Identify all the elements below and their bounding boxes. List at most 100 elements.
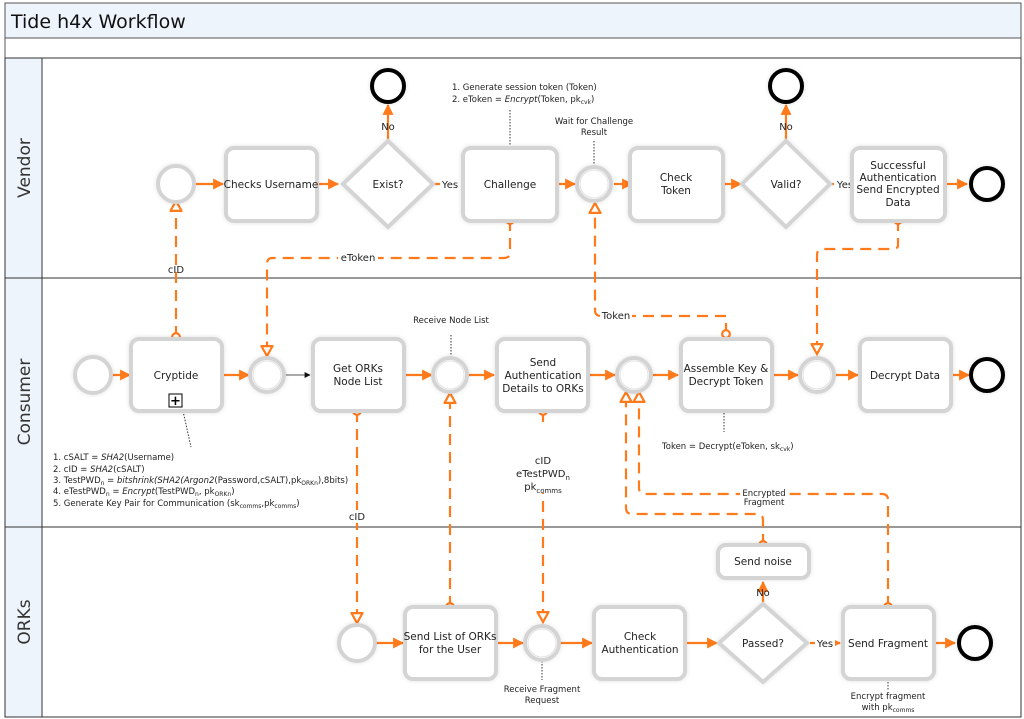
event-receive-node-list[interactable] xyxy=(431,356,469,394)
expand-marker-icon[interactable] xyxy=(168,393,183,408)
lane-header-vendor xyxy=(4,57,43,279)
task-checks-username[interactable]: Checks Username xyxy=(224,146,319,223)
svg-text:4. eTestPWDn = Encrypt(TestPWD: 4. eTestPWDn = Encrypt(TestPWDn, pkORKn) xyxy=(53,487,235,498)
svg-text:Encrypt fragment: Encrypt fragment xyxy=(851,692,926,702)
start-event-consumer[interactable] xyxy=(73,355,113,395)
svg-text:Authentication: Authentication xyxy=(504,370,581,382)
svg-text:Details to ORKs: Details to ORKs xyxy=(502,383,584,395)
flow-label-no-valid: No xyxy=(779,122,793,133)
svg-text:Send Encrypted: Send Encrypted xyxy=(856,184,939,196)
svg-text:Data: Data xyxy=(885,197,910,209)
subprocess-cryptide[interactable]: Cryptide + xyxy=(129,337,224,413)
svg-text:Request: Request xyxy=(525,696,560,706)
message-flow-etoken xyxy=(267,220,510,356)
svg-text:Result: Result xyxy=(581,128,608,138)
svg-text:Successful: Successful xyxy=(870,160,926,172)
flow-label-token: Token xyxy=(601,311,630,322)
svg-text:1. Generate session token (Tok: 1. Generate session token (Token) xyxy=(452,83,597,93)
page-title: Tide h4x Workflow xyxy=(10,11,186,33)
flow-label-no-passed: No xyxy=(756,588,770,599)
start-event-orks[interactable] xyxy=(337,623,377,663)
flow-label-encrypted: Encrypted xyxy=(742,489,785,499)
svg-text:Authentication: Authentication xyxy=(601,644,678,656)
task-assemble-key-decrypt-token[interactable]: Assemble Key & Decrypt Token xyxy=(679,337,774,413)
svg-text:Exist?: Exist? xyxy=(373,179,404,191)
svg-text:Get ORKs: Get ORKs xyxy=(333,363,383,375)
event-wait-challenge[interactable] xyxy=(575,165,613,203)
svg-text:Check: Check xyxy=(660,172,693,184)
flow-label-cid-orks: cID xyxy=(349,512,365,523)
task-check-authentication[interactable]: Check Authentication xyxy=(592,605,687,681)
svg-text:Checks Username: Checks Username xyxy=(224,179,319,191)
svg-text:Challenge: Challenge xyxy=(484,179,537,191)
svg-text:Check: Check xyxy=(624,631,657,643)
end-event-valid-no[interactable] xyxy=(768,68,804,104)
svg-text:Decrypt Token: Decrypt Token xyxy=(689,376,764,388)
svg-text:Assemble Key &: Assemble Key & xyxy=(684,363,769,375)
flow-label-yes-exist: Yes xyxy=(441,180,458,191)
svg-text:Node List: Node List xyxy=(333,376,382,388)
svg-text:Cryptide: Cryptide xyxy=(154,370,199,382)
gateway-valid[interactable]: Valid? xyxy=(739,138,833,230)
flow-label-yes-passed: Yes xyxy=(816,639,833,650)
end-event-orks[interactable] xyxy=(957,625,993,661)
start-event-vendor[interactable] xyxy=(156,164,196,204)
svg-text:2. eToken = Encrypt(Token, pkc: 2. eToken = Encrypt(Token, pkcvk) xyxy=(452,95,594,106)
svg-text:5. Generate Key Pair for Commu: 5. Generate Key Pair for Communication (… xyxy=(53,499,300,510)
svg-text:Valid?: Valid? xyxy=(771,179,802,191)
message-flow-token xyxy=(595,203,726,334)
svg-text:Receive Fragment: Receive Fragment xyxy=(504,685,581,695)
task-send-fragment[interactable]: Send Fragment xyxy=(841,605,936,681)
annotation-encrypt-fragment: Encrypt fragment with pkcomms xyxy=(851,692,926,714)
event-receive-data[interactable] xyxy=(798,356,836,394)
task-decrypt-data[interactable]: Decrypt Data xyxy=(858,337,953,413)
flow-label-no-exist: No xyxy=(381,122,395,133)
flow-label-auth-cid: cID xyxy=(535,456,551,467)
task-send-authentication-details[interactable]: Send Authentication Details to ORKs xyxy=(495,337,590,413)
task-send-noise[interactable]: Send noise xyxy=(716,543,811,580)
annotation-receive-node-list: Receive Node List xyxy=(413,316,489,326)
flow-label-auth-pk: pkcomms xyxy=(524,482,562,495)
subheader-bar xyxy=(4,37,1022,59)
svg-text:Token: Token xyxy=(660,185,691,197)
lane-header-consumer xyxy=(4,277,43,528)
task-successful-authentication[interactable]: Successful Authentication Send Encrypted… xyxy=(850,146,947,223)
end-event-consumer[interactable] xyxy=(969,357,1005,393)
svg-text:Send Fragment: Send Fragment xyxy=(848,638,928,650)
flow-label-auth-etestpwd: eTestPWDn xyxy=(516,469,570,482)
gateway-passed[interactable]: Passed? xyxy=(715,601,811,685)
svg-text:1. cSALT = SHA2(Username): 1. cSALT = SHA2(Username) xyxy=(53,453,174,463)
lane-label-orks: ORKs xyxy=(15,599,35,644)
lane-label-vendor: Vendor xyxy=(15,138,35,198)
svg-text:with pkcomms: with pkcomms xyxy=(862,703,915,714)
plus-icon: + xyxy=(170,394,181,409)
flow-label-fragment: Fragment xyxy=(744,498,785,508)
svg-text:Passed?: Passed? xyxy=(742,638,784,650)
annotation-challenge: 1. Generate session token (Token) 2. eTo… xyxy=(452,83,597,106)
event-receive-etoken[interactable] xyxy=(248,356,286,394)
end-event-exist-no[interactable] xyxy=(370,68,406,104)
annotation-wait-challenge: Wait for Challenge Result xyxy=(555,117,633,138)
task-send-list-of-orks[interactable]: Send List of ORKs for the User xyxy=(403,605,498,681)
end-event-vendor[interactable] xyxy=(969,166,1005,202)
svg-text:2. cID = SHA2(cSALT): 2. cID = SHA2(cSALT) xyxy=(53,465,145,475)
svg-text:Send List of ORKs: Send List of ORKs xyxy=(404,631,497,643)
task-challenge[interactable]: Challenge xyxy=(461,146,559,223)
event-receive-fragments[interactable] xyxy=(615,356,653,394)
svg-text:for the User: for the User xyxy=(419,644,482,656)
annotation-connector xyxy=(182,410,192,448)
flow-label-etoken: eToken xyxy=(341,253,376,264)
task-check-token[interactable]: Check Token xyxy=(628,146,725,223)
title-bar xyxy=(4,2,1022,39)
gateway-exist[interactable]: Exist? xyxy=(340,138,436,230)
svg-text:Send: Send xyxy=(530,357,556,369)
annotation-token-decrypt: Token = Decrypt(eToken, skcvk) xyxy=(661,442,794,453)
annotation-receive-fragment: Receive Fragment Request xyxy=(504,685,581,706)
svg-text:Wait for Challenge: Wait for Challenge xyxy=(555,117,633,127)
lane-header-orks xyxy=(4,526,43,718)
event-receive-fragment-request[interactable] xyxy=(523,624,561,662)
task-get-orks-node-list[interactable]: Get ORKs Node List xyxy=(311,337,406,413)
flow-label-cid-vendor: cID xyxy=(168,265,184,276)
svg-text:3. TestPWDn = bitshrink(SHA2(A: 3. TestPWDn = bitshrink(SHA2(Argon2(Pass… xyxy=(53,476,348,487)
